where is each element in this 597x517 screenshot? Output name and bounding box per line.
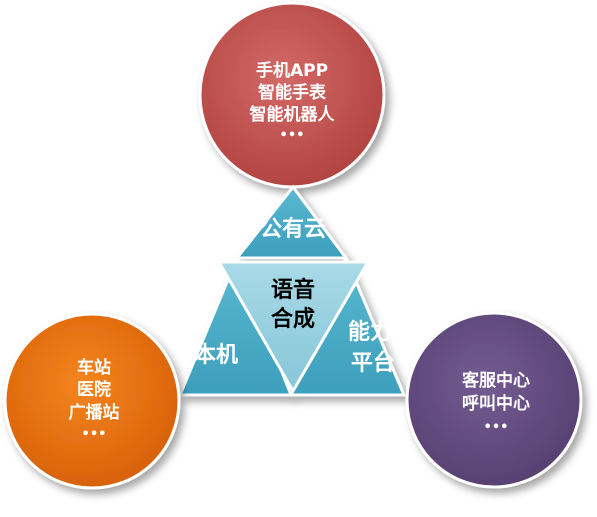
right-circle: 客服中心 呼叫中心 ••• [405,311,583,489]
triangle-center-label-line-2: 合成 [271,306,315,332]
triangle-center-label-line-1: 语音 [271,277,315,303]
triangle-left-label: 本机 [194,343,238,368]
left-circle-line-3: 广播站 [69,402,120,423]
left-circle-ellipsis: ••• [82,427,107,442]
top-circle: 手机APP 智能手表 智能机器人 ••• [198,1,386,189]
left-circle: 车站 医院 广播站 ••• [3,312,181,490]
top-circle-line-2: 智能手表 [258,82,327,103]
left-circle-shape [3,312,181,490]
right-circle-ellipsis: ••• [484,420,509,435]
right-circle-shape [405,311,583,489]
capability-triangle: 公有云 本机 能力 平台 语音 合成 [177,184,407,397]
top-circle-ellipsis: ••• [280,128,305,143]
triangle-right-label-line-2: 平台 [351,350,395,376]
top-circle-line-1: 手机APP [256,60,328,81]
top-circle-line-3: 智能机器人 [250,104,336,125]
left-circle-line-1: 车站 [77,357,111,378]
left-circle-line-2: 医院 [77,379,111,400]
triangle-top-label: 公有云 [260,216,326,242]
triangle-center-segment [216,260,371,394]
right-circle-line-1: 客服中心 [461,370,530,391]
triangle-top-segment [233,184,349,260]
right-circle-line-2: 呼叫中心 [462,393,530,414]
triangle-right-label-line-1: 能力 [348,319,392,345]
